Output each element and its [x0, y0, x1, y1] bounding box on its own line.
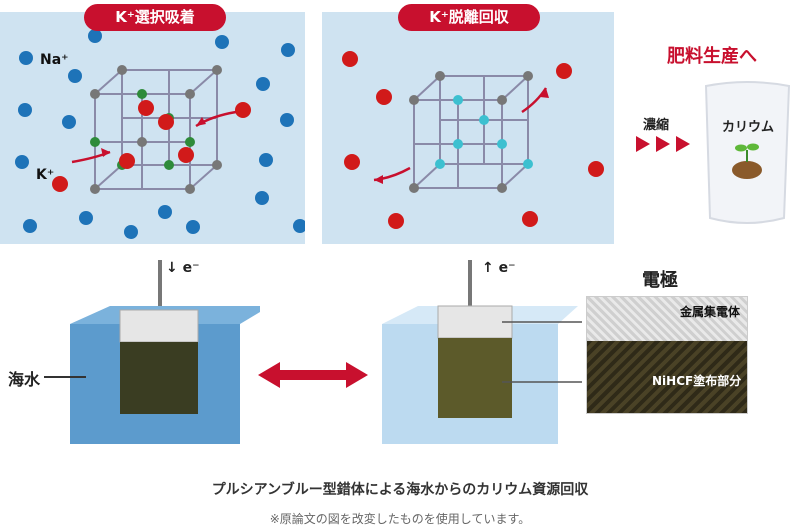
desorption-pill: K⁺脱離回収: [398, 4, 540, 31]
electrode-photo: [586, 296, 748, 414]
main-caption: プルシアンブルー型錯体による海水からのカリウム資源回収: [211, 482, 589, 498]
seawater-label: 海水: [8, 370, 41, 389]
lattice-icon: [94, 69, 218, 190]
seawater-leader: [44, 376, 86, 378]
arrow-icon: [71, 110, 237, 164]
sprout-icon: [732, 143, 762, 179]
double-arrow-icon: [258, 362, 368, 388]
adsorption-pill: K⁺選択吸着: [84, 4, 226, 31]
seawater-tank-right: [382, 260, 582, 444]
triple-arrow-icon: [636, 136, 690, 152]
note-caption: ※原論文の図を改変したものを使用しています。: [269, 512, 531, 526]
fertilizer-title: 肥料生産へ: [667, 46, 757, 67]
potassium-ion-icon: [342, 51, 604, 229]
desorption-diagram: [342, 51, 604, 229]
sodium-ion-icon: [15, 29, 307, 239]
coating-label: NiHCF塗布部分: [652, 374, 742, 388]
desorption-panel: [322, 12, 614, 244]
right-electron-label: ↑ e⁻: [482, 260, 516, 276]
adsorption-panel: Na⁺ K⁺: [0, 12, 307, 244]
collector-label: 金属集電体: [680, 305, 741, 319]
potassium-label: K⁺: [36, 167, 55, 183]
seawater-tank-left: [70, 260, 260, 444]
left-electron-label: ↓ e⁻: [166, 260, 200, 276]
electrode-title: 電極: [642, 270, 678, 291]
potassium-ion-icon: [52, 100, 251, 192]
bag-label: カリウム: [721, 120, 774, 135]
lattice-icon: [413, 75, 529, 189]
sodium-label: Na⁺: [40, 52, 69, 68]
adsorption-diagram: [15, 29, 307, 239]
bag-icon: [704, 81, 791, 224]
concentrate-label: 濃縮: [643, 118, 670, 133]
